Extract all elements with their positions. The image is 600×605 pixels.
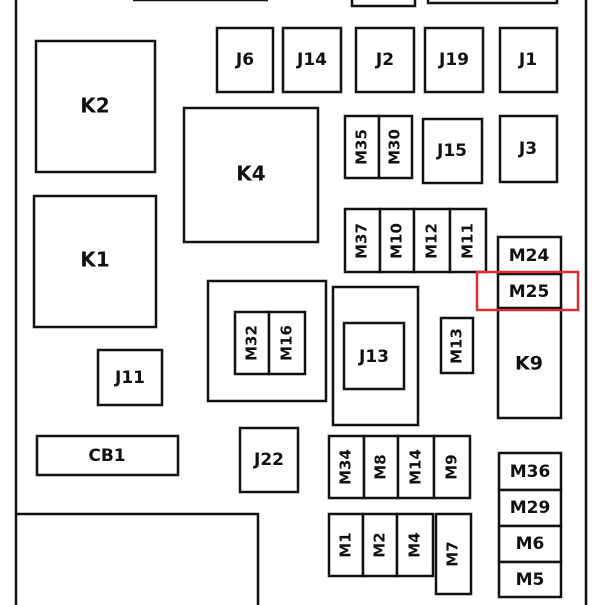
- fuse-m29-label: M29: [510, 498, 551, 518]
- fuse-m11: M11: [448, 207, 488, 274]
- fuse-m35: M35: [343, 114, 381, 180]
- fuse-m1: M1: [327, 512, 365, 578]
- breaker-cb1: CB1: [35, 434, 180, 477]
- relay-k9: K9: [496, 306, 563, 420]
- fuse-j22-label: J22: [253, 450, 284, 470]
- fuse-m5-label: M5: [516, 570, 545, 590]
- fuse-m30: M30: [377, 114, 414, 180]
- highlight-box: [475, 270, 580, 312]
- fuse-m7: M7: [434, 512, 473, 596]
- relay-k1: K1: [32, 194, 158, 329]
- fuse-m9: M9: [432, 434, 472, 500]
- fuse-m12-label: M12: [423, 223, 441, 259]
- fuse-m36-label: M36: [510, 462, 551, 482]
- fuse-m34: M34: [327, 434, 366, 500]
- fuse-j2-label: J2: [375, 50, 394, 70]
- fuse-m37-label: M37: [353, 223, 371, 259]
- fuse-j13-label: J13: [358, 347, 389, 367]
- fuse-m16-label: M16: [278, 325, 296, 361]
- fuse-j19: J19: [423, 26, 485, 94]
- fuse-m6-label: M6: [516, 534, 545, 554]
- outer-frame: [14, 0, 588, 605]
- fuse-m37: M37: [343, 207, 382, 274]
- fuse-m9-label: M9: [443, 454, 461, 479]
- fuse-m5: M5: [497, 560, 563, 599]
- top-partial-boxes: [133, 0, 559, 8]
- fuse-m7-label: M7: [444, 541, 462, 566]
- fuse-j15: J15: [421, 117, 484, 185]
- fuse-m13-label: M13: [448, 328, 466, 364]
- fuse-m24: M24: [496, 235, 563, 276]
- fuse-m29: M29: [497, 488, 563, 528]
- fuse-m34-label: M34: [337, 449, 355, 485]
- fuse-j1: J1: [498, 26, 559, 94]
- relay-k4: K4: [182, 106, 320, 244]
- relay-k9-label: K9: [515, 353, 543, 375]
- fuse-j11-label: J11: [114, 368, 145, 388]
- fuse-j2: J2: [354, 26, 416, 94]
- fuse-j1-label: J1: [518, 50, 537, 70]
- fuse-j19-label: J19: [438, 50, 469, 70]
- fuse-m25-label: M25: [509, 282, 550, 302]
- fuse-j3-label: J3: [518, 139, 537, 159]
- fuse-m35-label: M35: [353, 129, 371, 165]
- breaker-cb1-label: CB1: [88, 446, 125, 466]
- fuse-j14: J14: [281, 26, 343, 94]
- fuse-m10: M10: [378, 207, 416, 274]
- fuse-j13: J13: [342, 321, 406, 391]
- relay-k1-label: K1: [80, 248, 109, 272]
- fuse-m24-label: M24: [509, 246, 550, 266]
- fuse-j6: J6: [215, 26, 275, 94]
- fuse-m8-label: M8: [372, 454, 390, 479]
- fuse-m36: M36: [497, 451, 563, 492]
- fuse-m10-label: M10: [388, 223, 406, 259]
- fuse-m11-label: M11: [459, 223, 477, 259]
- fuse-m2: M2: [361, 512, 399, 578]
- fuse-m2-label: M2: [371, 532, 389, 557]
- fuse-j15-label: J15: [436, 141, 467, 161]
- bottom-left-module: [16, 512, 260, 605]
- fuse-m14-label: M14: [407, 449, 425, 485]
- fuse-m32-label: M32: [243, 325, 261, 361]
- fuse-j22: J22: [238, 426, 300, 494]
- fuse-m14: M14: [396, 434, 436, 500]
- fuse-m6: M6: [497, 524, 563, 564]
- fuse-m8: M8: [362, 434, 400, 500]
- relay-k2: K2: [34, 39, 157, 174]
- fuse-m4: M4: [395, 512, 435, 578]
- fuse-m16: M16: [267, 310, 307, 376]
- relay-k2-label: K2: [80, 94, 109, 118]
- fuse-m12: M12: [412, 207, 452, 274]
- fuse-m30-label: M30: [386, 129, 404, 165]
- fuse-j14-label: J14: [296, 50, 327, 70]
- fuse-m13: M13: [439, 316, 475, 375]
- fuse-j3: J3: [498, 114, 559, 184]
- fuse-m4-label: M4: [406, 532, 424, 557]
- fuse-j11: J11: [96, 348, 164, 407]
- fuse-m32: M32: [233, 310, 271, 376]
- relay-k4-label: K4: [236, 162, 265, 186]
- fuse-m1-label: M1: [337, 532, 355, 557]
- fuse-j6-label: J6: [235, 50, 254, 70]
- fuse-m25: M25: [496, 272, 563, 310]
